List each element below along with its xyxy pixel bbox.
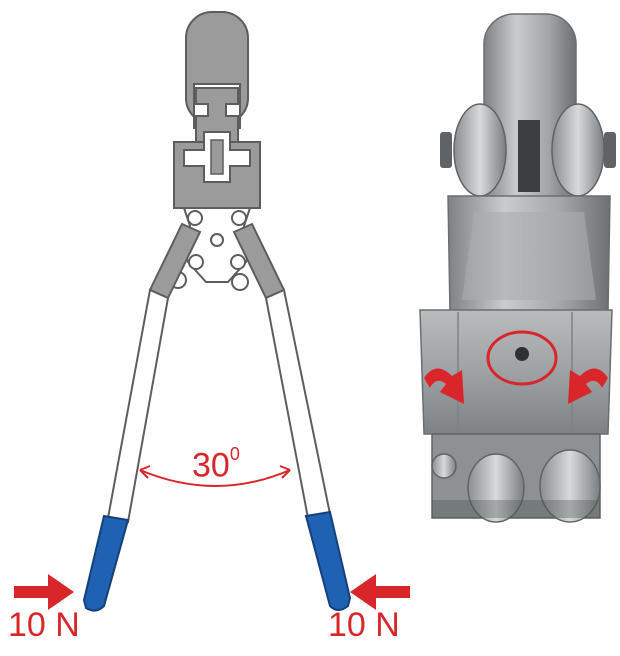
photo-highlight-circle (486, 330, 558, 386)
photo-clevis-gap (518, 120, 540, 192)
right-handle-shaft (264, 288, 332, 520)
arrow-left-icon (350, 574, 410, 610)
photo-roller-left (453, 103, 507, 197)
pivot-right-arm (231, 273, 249, 291)
arrow-right-icon (14, 574, 74, 610)
photo-roller-right (551, 103, 605, 197)
pivot-left-low (188, 254, 204, 270)
pivot-right-low (230, 254, 246, 270)
angle-arc (139, 469, 291, 487)
angle-arc-head-right (279, 465, 291, 479)
photo-shadow (432, 500, 600, 518)
photo-bolt-left (440, 132, 452, 168)
pivot-right-top (231, 210, 247, 226)
angle-label: 300 (192, 438, 240, 485)
right-handle-grip (304, 510, 352, 611)
angle-unit: 0 (229, 444, 240, 464)
left-handle-grip (82, 514, 130, 612)
photo-bolt-right (604, 132, 616, 168)
curved-arrow-icon (424, 368, 464, 404)
force-label-left: 10 N (8, 606, 80, 644)
pivot-left-top (187, 210, 203, 226)
photo-link-right (539, 449, 601, 523)
angle-arc-head-left (139, 465, 151, 479)
photo-link-left (467, 453, 525, 523)
angle-value: 30 (192, 446, 230, 485)
photo-body-bevel (462, 212, 596, 300)
force-label-right: 10 N (328, 606, 400, 644)
tool-head-photo (419, 13, 616, 523)
curved-arrow-icon-right (568, 368, 608, 404)
photo-set-screw (515, 347, 529, 361)
crimp-tool-drawing (14, 11, 410, 612)
photo-bolt-low-left (431, 453, 457, 479)
left-handle-shaft (106, 288, 170, 524)
tool-body-slot-inner (210, 139, 224, 175)
photo-ring (419, 309, 613, 435)
pivot-center (210, 233, 224, 247)
